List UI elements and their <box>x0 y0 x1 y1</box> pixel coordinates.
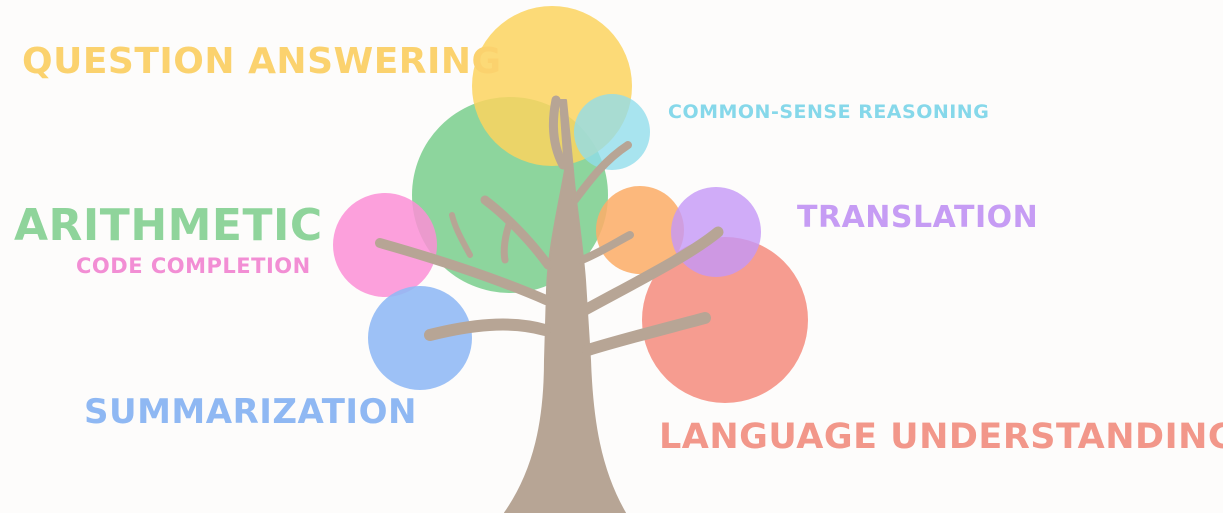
summarization-label: SUMMARIZATION <box>84 392 417 432</box>
language-understanding-label: LANGUAGE UNDERSTANDING <box>659 417 1223 457</box>
tree-trunk <box>375 95 724 513</box>
translation-label: TRANSLATION <box>797 200 1039 235</box>
code-completion-label: CODE COMPLETION <box>76 254 311 278</box>
summarization-circle <box>368 286 472 390</box>
question-answering-label: QUESTION ANSWERING <box>22 41 502 82</box>
common-sense-reasoning-circle <box>574 94 650 170</box>
arithmetic-label: ARITHMETIC <box>14 200 323 251</box>
common-sense-reasoning-label: COMMON-SENSE REASONING <box>668 101 990 123</box>
language-understanding-circle <box>642 237 808 403</box>
orange-circle <box>596 186 684 274</box>
